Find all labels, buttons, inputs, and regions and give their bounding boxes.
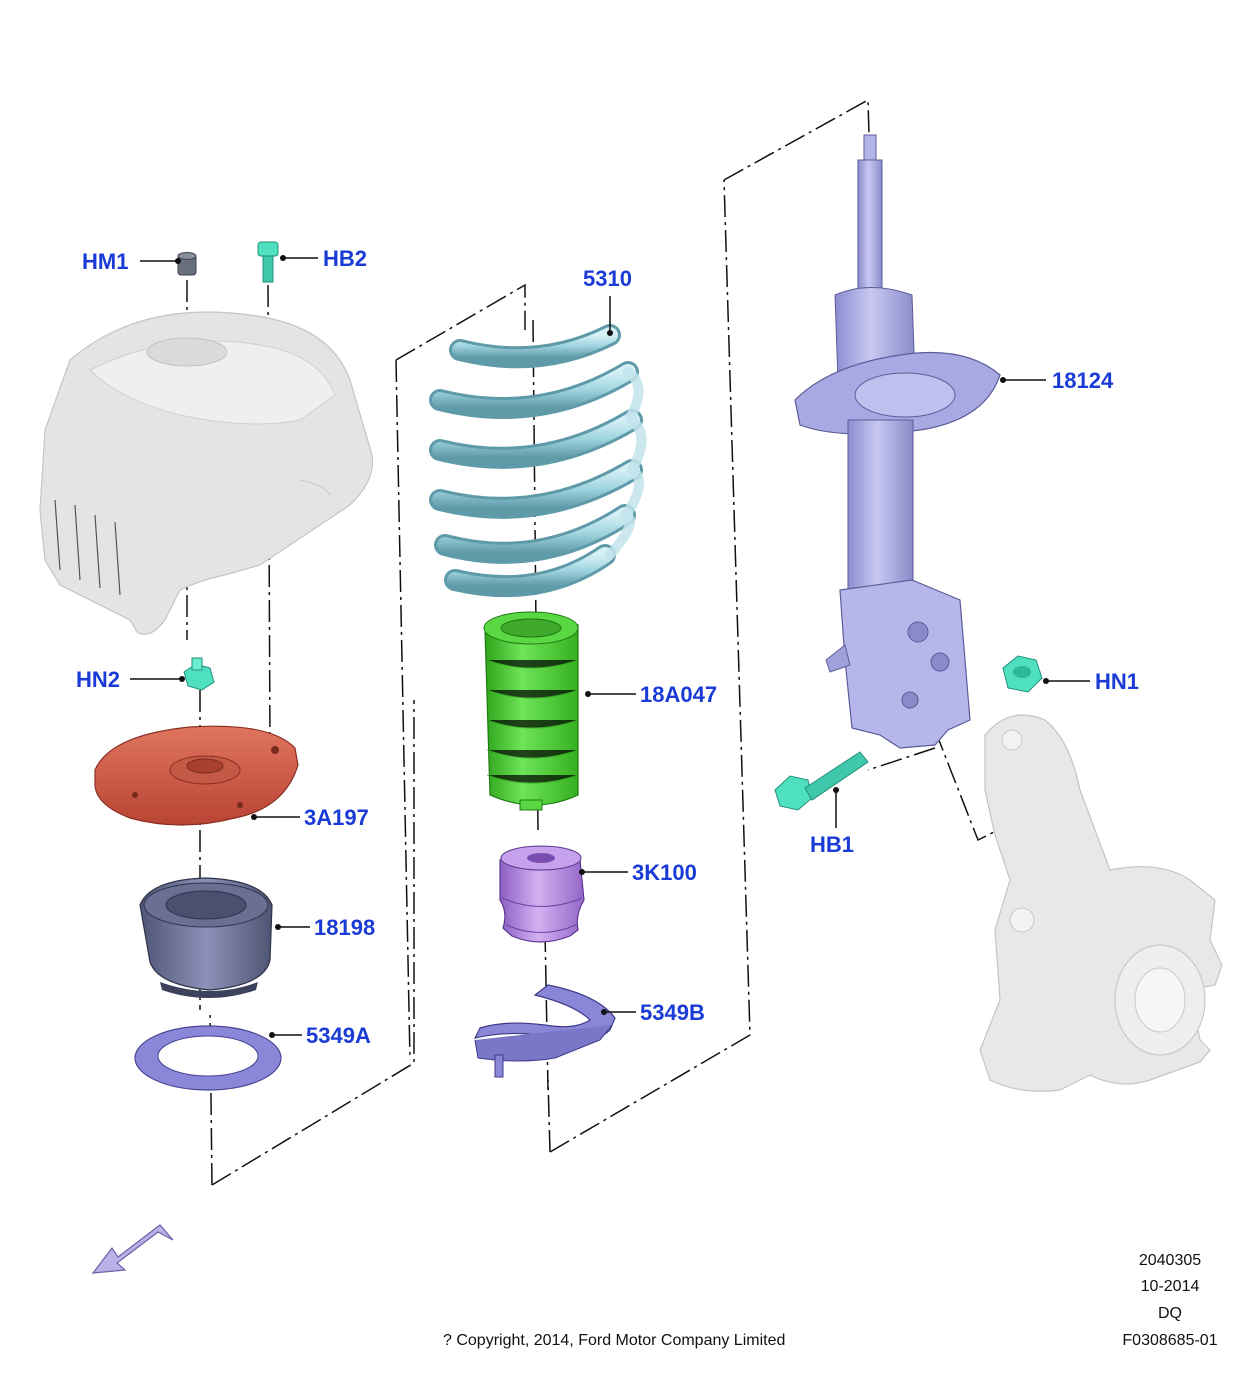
callout-labels: HM1 HB2 5310 18124 HN2 18A047 HN1 3A197 … bbox=[76, 246, 1139, 1048]
callout-hn2: HN2 bbox=[76, 667, 120, 692]
strut-assembly-18124 bbox=[794, 134, 1001, 749]
hn1-nut bbox=[1002, 655, 1043, 693]
diagram-reference: F0308685-01 bbox=[1122, 1332, 1218, 1349]
callout-hm1: HM1 bbox=[82, 249, 128, 274]
hm1-nut bbox=[177, 252, 197, 276]
callout-hb2: HB2 bbox=[323, 246, 367, 271]
hb2-bolt bbox=[257, 241, 279, 283]
diagram-date: 10-2014 bbox=[1140, 1278, 1200, 1295]
diagram-number: 2040305 bbox=[1138, 1252, 1202, 1269]
bearing-18198 bbox=[139, 877, 273, 998]
hb1-bolt bbox=[774, 751, 869, 811]
callout-5349b: 5349B bbox=[640, 1000, 705, 1025]
spring-seat-5349b bbox=[473, 984, 616, 1078]
callout-3k100: 3K100 bbox=[632, 860, 697, 885]
callout-5310: 5310 bbox=[583, 266, 632, 291]
bump-stop-3k100 bbox=[499, 845, 585, 943]
callout-5349a: 5349A bbox=[306, 1023, 371, 1048]
strut-tower-cover bbox=[39, 311, 374, 635]
assembly-outline-middle bbox=[395, 179, 751, 1153]
hn2-nut bbox=[183, 657, 215, 691]
diagram-code: DQ bbox=[1158, 1305, 1182, 1322]
steering-knuckle bbox=[979, 714, 1223, 1092]
mount-plate-3a197 bbox=[94, 725, 299, 826]
copyright-notice: ? Copyright, 2014, Ford Motor Company Li… bbox=[443, 1332, 786, 1349]
dust-boot-18a047 bbox=[483, 611, 579, 811]
callout-18a047: 18A047 bbox=[640, 682, 717, 707]
callout-18124: 18124 bbox=[1052, 368, 1114, 393]
assembly-outline-right bbox=[723, 98, 1064, 842]
insulator-5349a bbox=[134, 1025, 282, 1091]
coil-spring-5310 bbox=[429, 324, 647, 598]
callout-hb1: HB1 bbox=[810, 832, 854, 857]
callout-18198: 18198 bbox=[314, 915, 375, 940]
front-direction-arrow-icon bbox=[91, 1224, 174, 1274]
callout-hn1: HN1 bbox=[1095, 669, 1139, 694]
leader-lines bbox=[130, 255, 1090, 1038]
callout-3a197: 3A197 bbox=[304, 805, 369, 830]
